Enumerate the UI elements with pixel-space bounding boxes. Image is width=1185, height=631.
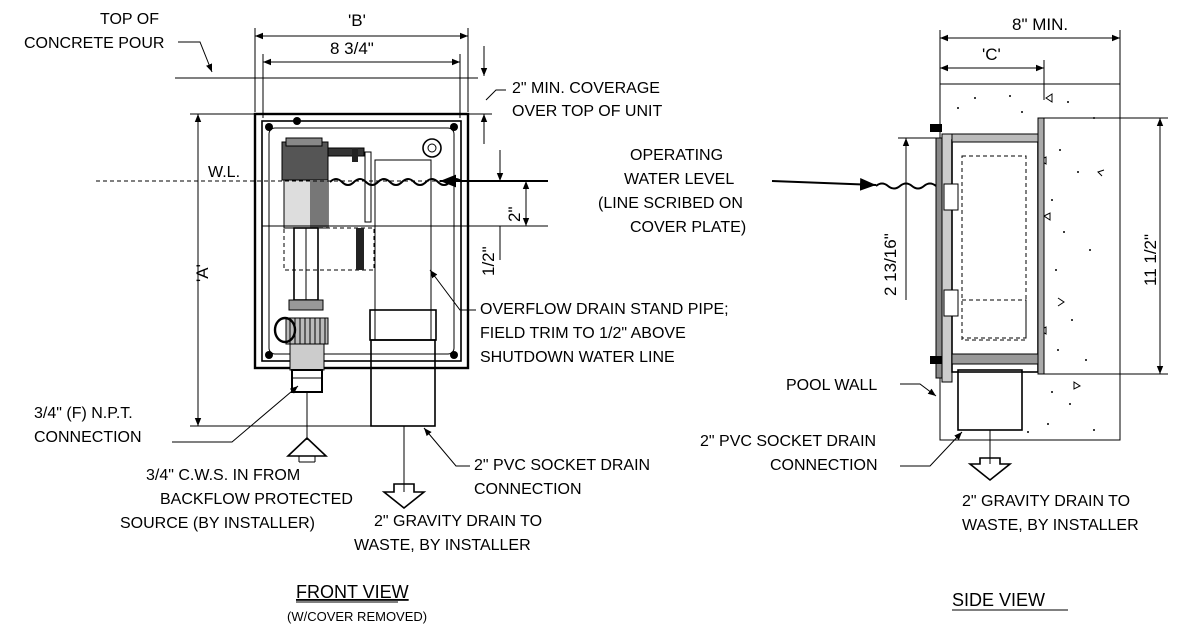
dim-b-label: 'B' <box>348 11 366 30</box>
side-box-top <box>951 133 1039 143</box>
screw-tr <box>450 123 458 131</box>
pvc-label-1: 2" PVC SOCKET DRAIN <box>474 457 650 474</box>
owl-arrow-right <box>771 177 877 191</box>
side-inner-dashed <box>961 155 1027 339</box>
dim-8-min-label: 8" MIN. <box>1012 15 1068 34</box>
wl-label: W.L. <box>208 164 240 181</box>
npt-leader <box>172 385 299 443</box>
side-drain-arrow <box>967 457 1013 482</box>
gauge-circle <box>422 138 442 158</box>
side-flange <box>941 133 953 383</box>
concrete-pour-leader <box>178 41 213 73</box>
dim-11-label: 11 1/2" <box>1141 234 1160 286</box>
side-view-title: SIDE VIEW <box>952 590 1045 610</box>
cws-label-3: SOURCE (BY INSTALLER) <box>120 515 315 532</box>
screw-tm <box>293 117 301 125</box>
dim-c-label: 'C' <box>982 45 1001 64</box>
front-view-title: FRONT VIEW <box>296 582 409 602</box>
side-bracket-bottom <box>943 289 959 317</box>
coverage-leader <box>485 89 506 101</box>
operating-label-4: COVER PLATE) <box>630 219 746 236</box>
gravity-label-1: 2" GRAVITY DRAIN TO <box>374 513 542 530</box>
cws-label-1: 3/4" C.W.S. IN FROM <box>146 467 300 484</box>
valve-coupling <box>288 299 324 311</box>
side-gravity-label-1: 2" GRAVITY DRAIN TO <box>962 493 1130 510</box>
front-view-subtitle: (W/COVER REMOVED) <box>287 609 427 624</box>
inlet-fitting <box>289 343 325 371</box>
dim-8-3-4-label: 8 3/4" <box>330 39 374 58</box>
valve-arm <box>327 147 365 157</box>
gauge-circle-inner <box>427 143 437 153</box>
concrete-speckles <box>957 95 1095 433</box>
side-gravity-label-2: WASTE, BY INSTALLER <box>962 517 1139 534</box>
side-drain-socket <box>957 369 1023 431</box>
min-coverage-label-2: OVER TOP OF UNIT <box>512 103 662 120</box>
screw-br <box>450 351 458 359</box>
side-pvc-label-2: CONNECTION <box>770 457 878 474</box>
valve-gasket <box>273 316 297 344</box>
top-of-concrete-pour-label-1: TOP OF <box>100 11 159 28</box>
screw-bl <box>265 351 273 359</box>
side-pvc-leader <box>900 431 963 467</box>
overflow-leader <box>429 269 476 311</box>
overflow-label-3: SHUTDOWN WATER LINE <box>480 349 675 366</box>
overflow-label-2: FIELD TRIM TO 1/2" ABOVE <box>480 325 686 342</box>
pool-wall-leader <box>900 383 937 397</box>
concrete-triangles <box>1039 93 1105 390</box>
side-pvc-label-1: 2" PVC SOCKET DRAIN <box>700 433 876 450</box>
npt-label-2: CONNECTION <box>34 429 142 446</box>
water-level-line <box>329 178 463 186</box>
overflow-label-1: OVERFLOW DRAIN STAND PIPE; <box>480 301 729 318</box>
gravity-label-2: WASTE, BY INSTALLER <box>354 537 531 554</box>
front-inner-box-2 <box>268 127 455 355</box>
drain-arrow <box>381 483 427 510</box>
drain-socket <box>370 339 436 427</box>
operating-label-3: (LINE SCRIBED ON <box>598 195 743 212</box>
pool-wall-label: POOL WALL <box>786 377 877 394</box>
dim-2-label: 2" <box>505 207 524 223</box>
dim-a-label: 'A' <box>193 264 212 282</box>
side-bracket-top <box>943 183 959 211</box>
front-inner-box <box>261 120 462 362</box>
side-box-bottom <box>951 353 1039 365</box>
side-right-flange <box>1037 117 1045 375</box>
pvc-label-2: CONNECTION <box>474 481 582 498</box>
min-coverage-label-1: 2" MIN. COVERAGE <box>512 80 660 97</box>
valve-stem <box>352 148 358 162</box>
float-dashed <box>283 227 375 271</box>
valve-head <box>281 141 329 181</box>
front-view: TOP OF CONCRETE POUR 'B' 8 3/4" 2" MIN. … <box>24 11 877 624</box>
side-view: 8" MIN. 'C' 2 13/16" 11 1/2" POOL WALL <box>700 15 1168 611</box>
dim-2-13-16-label: 2 13/16" <box>881 233 900 296</box>
operating-label-2: WATER LEVEL <box>624 171 734 188</box>
side-screw-bottom <box>930 356 942 364</box>
side-screw-top <box>930 124 942 132</box>
valve-body-shade <box>310 180 328 228</box>
pvc-leader <box>423 427 470 467</box>
side-inner-dashed-2 <box>961 299 1027 341</box>
float-rod <box>356 228 364 270</box>
cws-label-2: BACKFLOW PROTECTED <box>160 491 353 508</box>
screw-tl <box>265 123 273 131</box>
dim-1-2-label: 1/2" <box>479 246 498 276</box>
standpipe <box>374 159 432 341</box>
standpipe-base <box>369 309 437 341</box>
top-of-concrete-pour-label-2: CONCRETE POUR <box>24 35 164 52</box>
npt-label-1: 3/4" (F) N.P.T. <box>34 405 133 422</box>
front-outer-box <box>253 112 470 370</box>
operating-label-1: OPERATING <box>630 147 723 164</box>
inlet-fitting-low <box>291 369 323 393</box>
side-box <box>951 139 1039 373</box>
cws-arrow <box>285 436 329 457</box>
valve-head-top <box>285 137 323 147</box>
valve-rod <box>364 151 372 223</box>
side-cover-plate <box>935 137 943 379</box>
